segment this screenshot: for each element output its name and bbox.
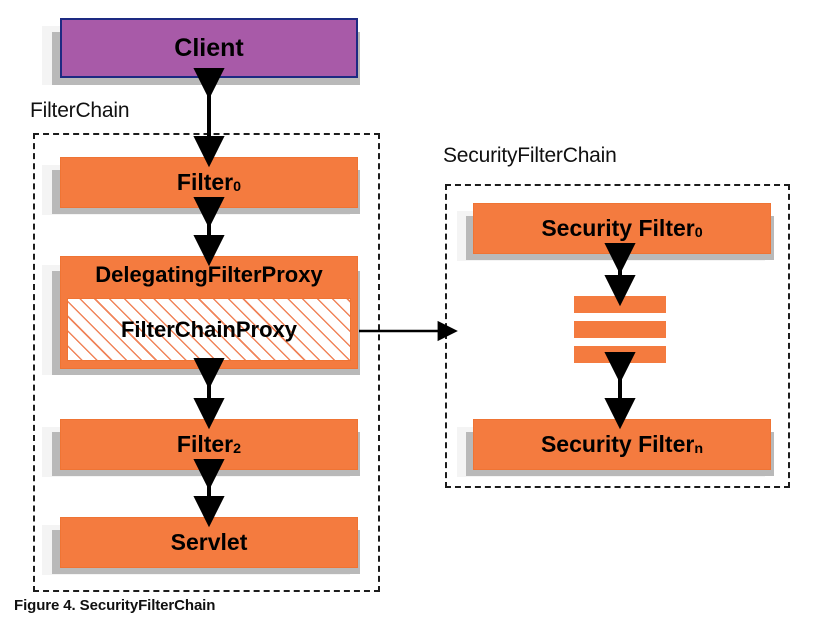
node-filter-chain-proxy[interactable]: FilterChainProxy bbox=[67, 298, 351, 361]
group-label-filterchain: FilterChain bbox=[30, 99, 130, 122]
ellipsis-bar-2 bbox=[574, 321, 666, 338]
node-client[interactable]: Client bbox=[60, 18, 358, 78]
node-delegating-filter-proxy-label: DelegatingFilterProxy bbox=[95, 262, 323, 287]
node-filter2-subscript: 2 bbox=[233, 440, 242, 457]
group-label-securityfilterchain: SecurityFilterChain bbox=[443, 144, 617, 167]
node-security-filtern-label: Security Filter bbox=[540, 431, 695, 458]
node-servlet[interactable]: Servlet bbox=[60, 517, 358, 568]
figure-caption: Figure 4. SecurityFilterChain bbox=[14, 597, 216, 614]
node-servlet-label: Servlet bbox=[170, 529, 248, 556]
node-security-filter0-subscript: 0 bbox=[694, 224, 703, 241]
ellipsis-bar-1 bbox=[574, 296, 666, 313]
node-security-filter0-label: Security Filter bbox=[541, 215, 695, 242]
node-security-filtern-subscript: n bbox=[694, 440, 704, 457]
node-filter2-label: Filter bbox=[176, 431, 234, 458]
node-filter0-label: Filter bbox=[176, 169, 234, 196]
node-delegating-filter-proxy[interactable]: DelegatingFilterProxy FilterChainProxy bbox=[60, 256, 358, 369]
node-filter0-subscript: 0 bbox=[233, 178, 242, 195]
ellipsis-bar-3 bbox=[574, 346, 666, 363]
node-client-label: Client bbox=[174, 33, 244, 62]
